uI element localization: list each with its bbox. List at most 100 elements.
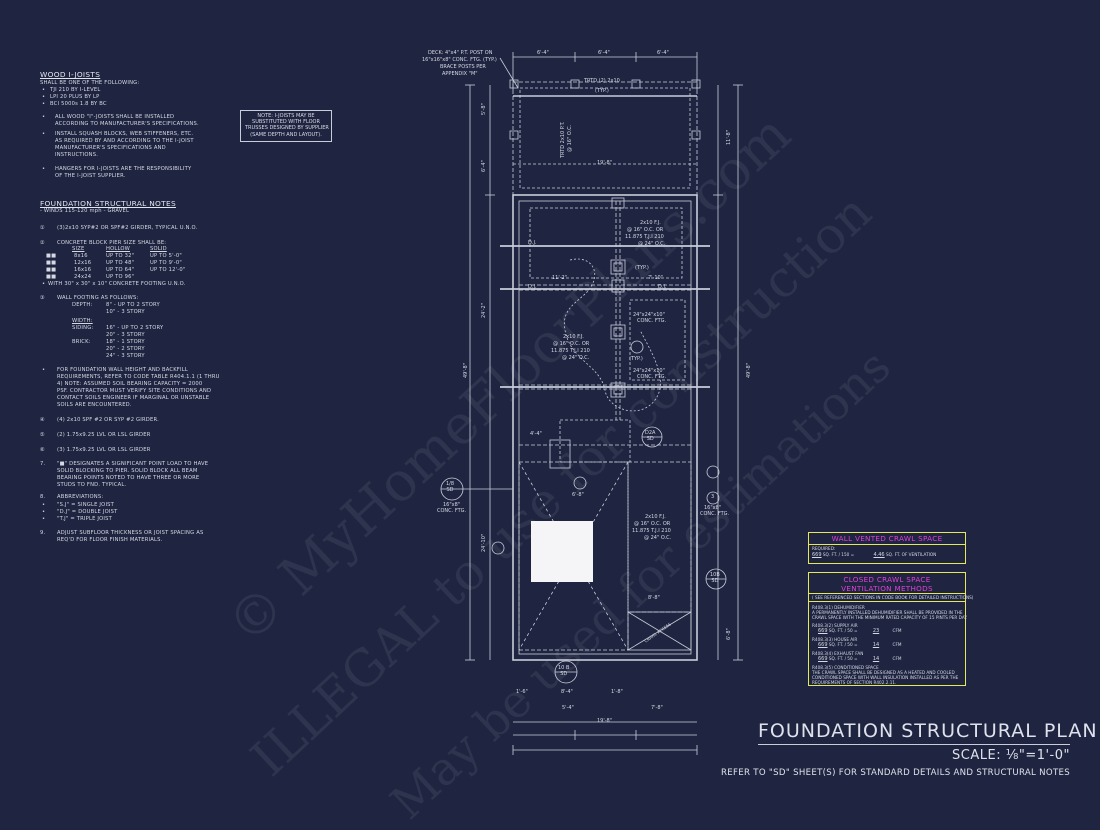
foundation-wind: - WINDS 115-120 mph - GRAVEL xyxy=(40,208,130,214)
joist-c-4: @ 24" O.C. xyxy=(644,535,672,541)
wood-joists-option-2: LPI 20 PLUS BY LP xyxy=(50,94,100,100)
pier-row-1-size: 8x16 xyxy=(74,253,88,259)
note-num-1: ① xyxy=(40,225,45,231)
r3-head: R408.3(3) HOUSE AIR xyxy=(812,637,858,642)
backfill-3: 4) NOTE: ASSUMED SOIL BEARING CAPACITY =… xyxy=(57,381,203,387)
brick-1: 18" - 1 STORY xyxy=(106,339,145,345)
ftg-right-1: 16"x8" xyxy=(704,505,722,511)
left-dim-total: 49'-8" xyxy=(463,362,469,378)
note-9-line-2: REQ'D FOR FLOOR FINISH MATERIALS. xyxy=(57,537,163,543)
backfill-6: SOILS ARE ENCOUNTERED. xyxy=(57,402,132,408)
r4-head: R408.3(4) EXHAUST FAN xyxy=(812,651,864,656)
bubble-1ob-bottom: SD xyxy=(560,671,568,677)
dj-label-3: D.J. xyxy=(658,284,667,290)
wood-joists-note-3a: HANGERS FOR I-JOISTS ARE THE RESPONSIBIL… xyxy=(55,166,192,172)
r4-mid: SQ. FT. / 50 = xyxy=(828,656,858,661)
bubble-10b: 10B SD xyxy=(710,572,720,584)
wood-joists-note-2b: AS REQUIRED BY AND ACCORDING TO THE I-JO… xyxy=(55,138,194,144)
wall-vented-title: WALL VENTED CRAWL SPACE xyxy=(809,533,965,545)
depth-2: 10" - 3 STORY xyxy=(106,309,145,315)
bubble-1ob-top: 10 B xyxy=(558,665,570,671)
dim-6-8: 6'-8" xyxy=(572,492,584,498)
r1-text-1: A PERMANENTLY INSTALLED DEHUMIDIFIER SHA… xyxy=(812,610,963,615)
joist-a-2: @ 16" O.C. OR xyxy=(627,227,664,233)
r4-unit: CFM xyxy=(892,656,902,661)
dim-7-10: 7'-10" xyxy=(648,275,664,281)
bubble-10b-bottom: SD xyxy=(711,578,719,584)
pier-footing-note: WITH 30" x 30" x 10" CONCRETE FOOTING U.… xyxy=(48,281,186,287)
wall-vented-calc: 669 SQ. FT. / 150 = 4.46 SQ. FT. OF VENT… xyxy=(809,552,965,558)
note-num-6: ⑥ xyxy=(40,447,45,453)
note-num-5: ⑤ xyxy=(40,432,45,438)
pier-header-size: SIZE xyxy=(72,246,85,252)
foundation-note-6: (3) 1.75x9.25 LVL OR LSL GIRDER xyxy=(57,447,151,453)
width-label: WIDTH: xyxy=(72,318,93,324)
bullet: • xyxy=(42,87,46,93)
wall-vented-unit: SQ. FT. OF VENTILATION xyxy=(885,552,937,557)
deck-callout-4: APPENDIX "M" xyxy=(442,71,478,77)
pier-row-3-hollow: UP TO 64" xyxy=(106,267,135,273)
note-num-7: 7. xyxy=(40,461,46,467)
abbrev-sj: "S.J" = SINGLE JOIST xyxy=(57,502,115,508)
joist-c-3: 11.875 T.J.I 210 xyxy=(632,528,671,534)
pier-row-2-hollow: UP TO 48" xyxy=(106,260,135,266)
bubble-1ob: 10 B SD xyxy=(558,665,569,677)
girder-top-typ: (TYP.) xyxy=(595,88,609,94)
pier-row-3-solid: UP TO 12'-0" xyxy=(150,267,186,273)
backfill-2: REQUIREMENTS, REFER TO CODE TABLE R404.1… xyxy=(57,374,220,380)
ftg-right-2: CONC. FTG. xyxy=(700,511,730,517)
closed-crawl-see: ( SEE REFERENCED SECTIONS IN CODE BOOK F… xyxy=(809,594,973,602)
joist-c-1: 2x10 F.J. xyxy=(645,514,666,520)
r2-unit: CFM xyxy=(892,628,902,633)
bubble-1b-ftg-1: 16"x8" xyxy=(443,502,461,508)
closed-crawl-title-2: VENTILATION METHODS xyxy=(809,584,965,594)
left-dim-4: 24'-10" xyxy=(481,533,487,552)
deck-joist-oc: @ 16" O.C. xyxy=(567,124,573,152)
dim-4-4: 4'-4" xyxy=(530,431,542,437)
note-num-8: 8. xyxy=(40,494,46,500)
foundation-note-4: (4) 2x10 SPF #2 OR SYP #2 GIRDER. xyxy=(57,417,159,423)
dash: ■■ xyxy=(46,253,57,259)
r2-val: 23 xyxy=(872,628,880,634)
bubble-1b: 1/8 SD xyxy=(446,481,454,493)
wood-joists-note-2a: INSTALL SQUASH BLOCKS, WEB STIFFENERS, E… xyxy=(55,131,194,137)
abbrev-dj: "D.J" = DOUBLE JOIST xyxy=(57,509,118,515)
r3-unit: CFM xyxy=(892,642,902,647)
wall-vented-required: REQUIRED: xyxy=(812,546,836,551)
wood-joists-note-1b: ACCORDING TO MANUFACTURER'S SPECIFICATIO… xyxy=(55,121,199,127)
bubble-1b-bottom: SD xyxy=(446,487,454,493)
pier-header-solid: SOLID xyxy=(150,246,167,252)
foundation-note-3-title: WALL FOOTING AS FOLLOWS: xyxy=(57,295,139,301)
bullet: • xyxy=(42,367,46,373)
joist-b-3: 11.875 T.J.I 210 xyxy=(551,348,590,354)
bullet: • xyxy=(42,502,46,508)
note-num-2: ② xyxy=(40,240,45,246)
r2-head: R408.3(2) SUPPLY AIR xyxy=(812,623,858,628)
note-num-3: ③ xyxy=(40,295,45,301)
closed-crawl-box: CLOSED CRAWL SPACE VENTILATION METHODS (… xyxy=(808,572,973,686)
r3-area: 669 xyxy=(818,642,828,648)
bullet: • xyxy=(42,114,46,120)
r2-area: 669 xyxy=(818,628,828,634)
blank-panel xyxy=(531,521,593,582)
bubble-10b-top: 10B xyxy=(710,572,720,578)
left-dim-1: 5'-8" xyxy=(481,103,487,115)
brick-3: 24" - 3 STORY xyxy=(106,353,145,359)
r1-text-2: CRAWL SPACE WITH THE MINIMUM RATED CAPAC… xyxy=(812,615,968,620)
dim-bottom-5-4: 5'-4" xyxy=(562,705,574,711)
r2-mid: SQ. FT. / 50 = xyxy=(828,628,858,633)
left-dim-2: 6'-4" xyxy=(481,160,487,172)
bubble-1b-top: 1/8 xyxy=(446,481,455,487)
bullet: • xyxy=(42,101,46,107)
wall-vented-crawl-box: WALL VENTED CRAWL SPACE REQUIRED: 669 SQ… xyxy=(808,532,966,564)
siding-label: SIDING: xyxy=(72,325,94,331)
deck-width: 19'-8" xyxy=(597,160,613,166)
depth-1: 8" - UP TO 2 STORY xyxy=(106,302,160,308)
r4-area: 669 xyxy=(818,656,828,662)
dim-bottom-1-6: 1'-6" xyxy=(516,689,528,695)
dash: ■■ xyxy=(46,274,57,280)
bubble-d2a: D2A SD xyxy=(645,430,655,442)
foundation-note-2-title: CONCRETE BLOCK PIER SIZE SHALL BE: xyxy=(57,240,167,246)
brick-2: 20" - 2 STORY xyxy=(106,346,145,352)
wood-joists-note-3b: OF THE I-JOIST SUPPLIER. xyxy=(55,173,126,179)
